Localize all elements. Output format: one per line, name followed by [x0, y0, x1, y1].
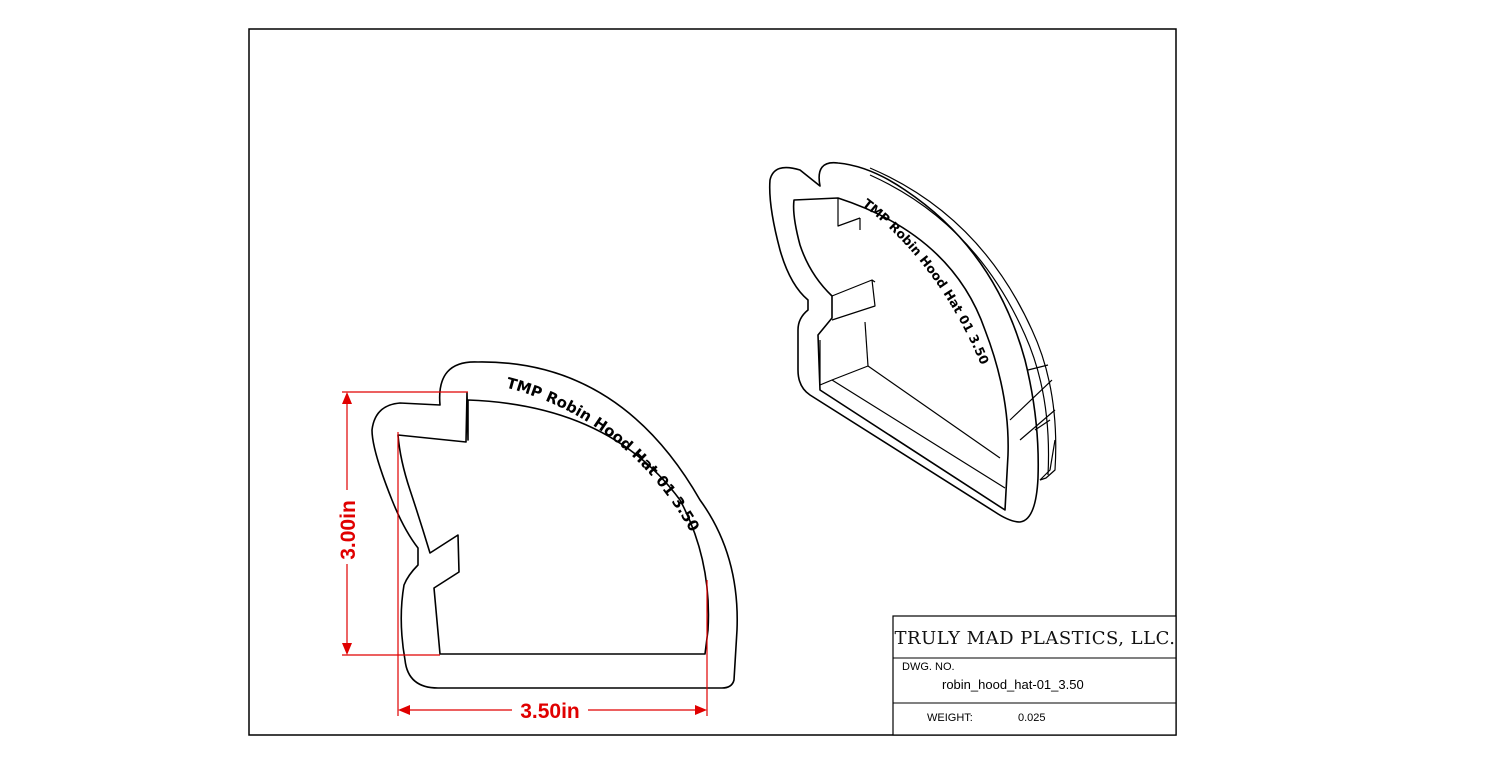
weight-value: 0.025 — [1018, 712, 1046, 724]
dwg-no-value: robin_hood_hat-01_3.50 — [942, 677, 1084, 692]
cutter-emboss-text: TMP Robin Hood Hat 01 3.50 — [504, 374, 703, 535]
iso-outer-outline — [768, 161, 1040, 523]
iso-emboss-text: TMP Robin Hood Hat 01 3.50 — [860, 196, 992, 367]
height-dimension-label: 3.00in — [337, 500, 360, 560]
cutter-outer-outline — [371, 361, 739, 689]
weight-label: WEIGHT: — [927, 712, 973, 724]
front-view: TMP Robin Hood Hat 01 3.50 — [371, 361, 739, 689]
dwg-no-label: DWG. NO. — [902, 661, 955, 673]
height-dimension: 3.00in — [332, 391, 468, 656]
company-name: TRULY MAD PLASTICS, LLC. — [895, 628, 1176, 649]
isometric-view: TMP Robin Hood Hat 01 3.50 — [768, 161, 1057, 523]
sheet-border — [248, 28, 1177, 736]
iso-inner-outline — [792, 197, 1009, 511]
width-dimension: 3.50in — [397, 432, 708, 723]
cutter-inner-outline — [397, 392, 710, 655]
width-dimension-label: 3.50in — [520, 700, 580, 723]
title-block: TRULY MAD PLASTICS, LLC. DWG. NO. robin_… — [892, 615, 1177, 736]
